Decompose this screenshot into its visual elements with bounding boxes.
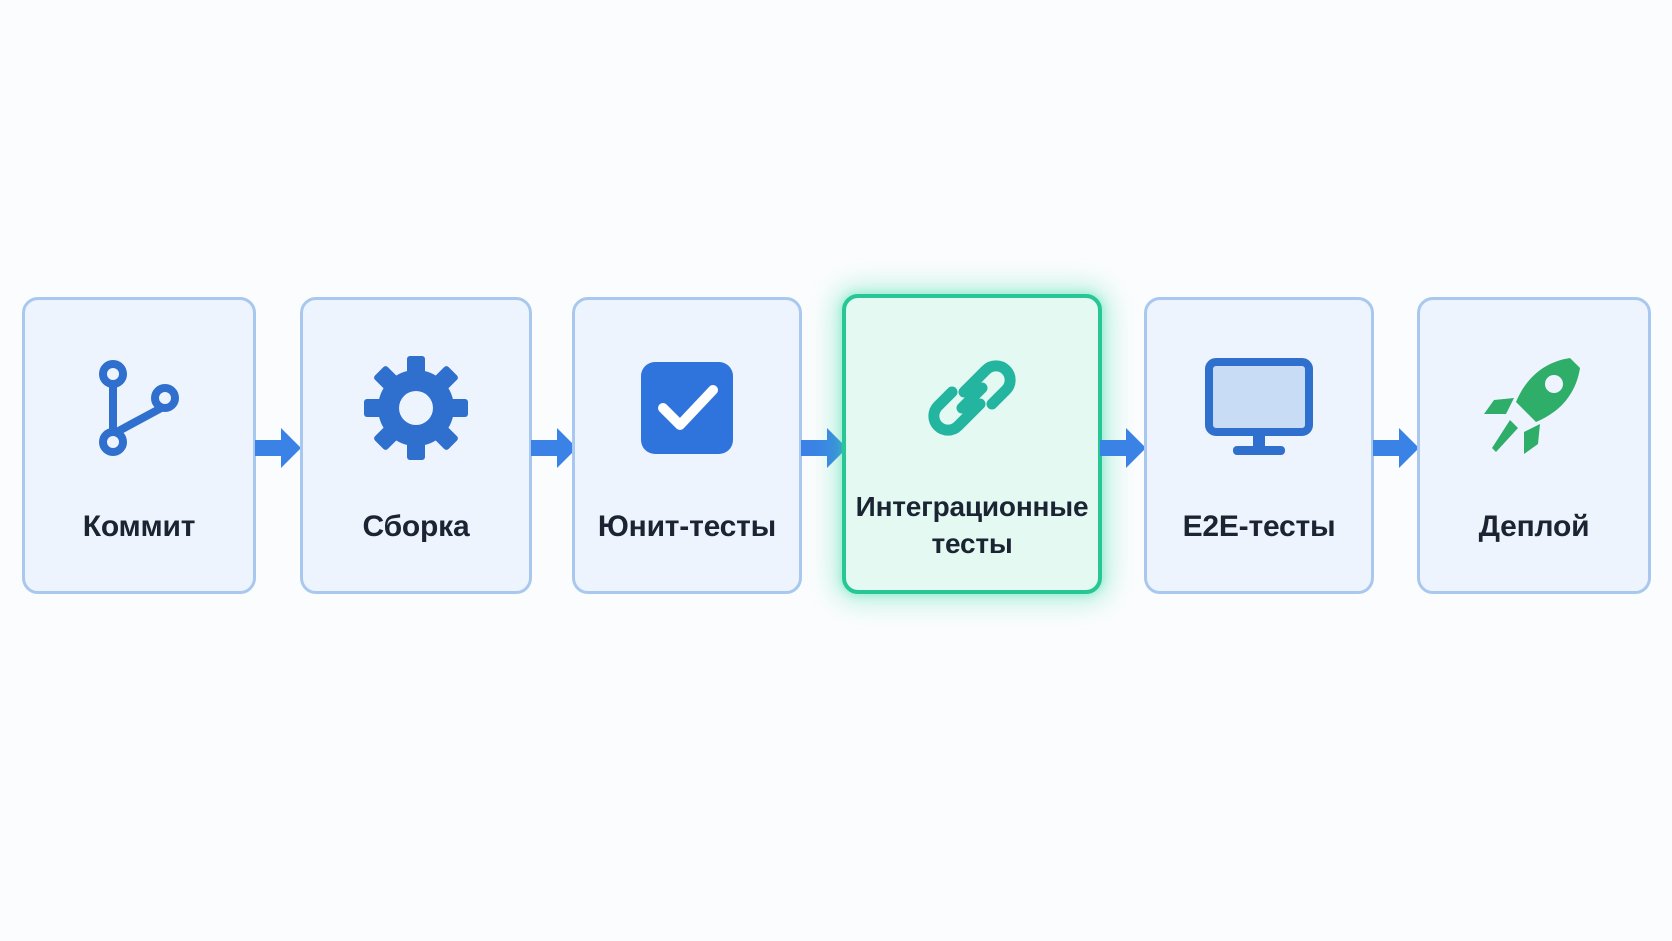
stage-e2e-tests: E2E-тесты [1144, 297, 1374, 594]
stage-label: Сборка [362, 510, 470, 543]
arrow-right-icon [1373, 426, 1419, 470]
link-chain-icon [912, 338, 1032, 458]
arrow-right-icon [801, 426, 847, 470]
stage-integration-tests: Интеграционные тесты [842, 294, 1102, 594]
stage-label: Интеграционные тесты [855, 491, 1089, 559]
arrow-right-icon [255, 426, 301, 470]
arrow-right-icon [531, 426, 577, 470]
stage-label: Деплой [1478, 510, 1590, 543]
checkbox-check-icon [627, 348, 747, 468]
stage-label: Юнит-тесты [597, 510, 777, 543]
rocket-icon [1474, 348, 1594, 468]
stage-label: E2E-тесты [1182, 510, 1336, 543]
stage-build: Сборка [300, 297, 532, 594]
stage-deploy: Деплой [1417, 297, 1651, 594]
arrow-right-icon [1100, 426, 1146, 470]
stage-label: Коммит [82, 510, 196, 543]
monitor-icon [1199, 348, 1319, 468]
stage-commit: Коммит [22, 297, 256, 594]
stage-unit-tests: Юнит-тесты [572, 297, 802, 594]
gear-icon [356, 348, 476, 468]
git-branch-icon [79, 348, 199, 468]
